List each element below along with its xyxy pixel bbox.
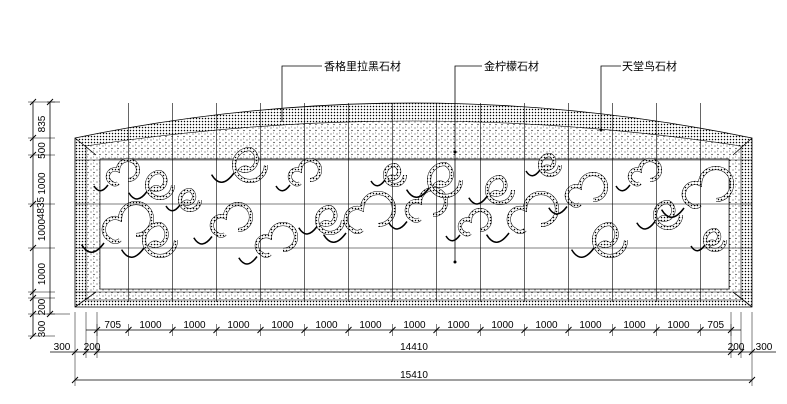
dimension-label: 1000 xyxy=(315,320,338,331)
scroll-curl-fill xyxy=(703,228,727,252)
scroll-curl-fill xyxy=(653,200,683,230)
scroll-tendril xyxy=(120,247,145,258)
scroll-tendril xyxy=(548,206,568,215)
leader-material-2: 金柠檬石材 xyxy=(453,59,539,264)
dimension-label: 1000 xyxy=(227,320,250,331)
scroll-tendril xyxy=(570,247,595,258)
dimension-label: 15410 xyxy=(400,370,428,381)
scroll-curl-fill xyxy=(232,147,268,183)
leader-material-3: 天堂鸟石材 xyxy=(599,59,677,132)
scroll-tendril xyxy=(690,244,706,252)
panel-grid xyxy=(75,103,752,302)
dimension-label: 705 xyxy=(104,320,121,331)
dimension-label: 1000 xyxy=(403,320,426,331)
scroll-tendril xyxy=(80,242,105,253)
material-label-2: 金柠檬石材 xyxy=(484,59,539,73)
center-panel xyxy=(99,158,730,290)
scroll-ornament xyxy=(80,146,734,265)
scroll-curl-fill xyxy=(210,202,253,238)
dimension-label: 1000 xyxy=(37,172,48,195)
material-label-3: 天堂鸟石材 xyxy=(622,59,677,73)
dimension-label: 200 xyxy=(84,342,101,353)
scroll-curl-fill xyxy=(458,208,492,236)
dimension-label: 300 xyxy=(54,342,71,353)
scroll-tendril xyxy=(388,221,408,230)
dimension-label: 1000 xyxy=(447,320,470,331)
dimension-label: 200 xyxy=(728,342,745,353)
scroll-tendril xyxy=(210,172,235,183)
dimension-label: 1000 xyxy=(183,320,206,331)
dimension-label: 1000 xyxy=(271,320,294,331)
scroll-curl-fill xyxy=(383,163,407,187)
dimension-label: 1000 xyxy=(139,320,162,331)
dimension-label: 1000 xyxy=(535,320,558,331)
scroll-curl-fill xyxy=(344,191,396,234)
leader-material-1: 香格里拉黑石材 xyxy=(281,59,401,122)
scroll-curl-fill xyxy=(682,166,734,209)
scroll-tendril xyxy=(660,207,685,218)
material-label-1: 香格里拉黑石材 xyxy=(324,59,401,73)
scroll-tendril xyxy=(128,191,148,200)
scroll-curl-fill xyxy=(485,175,515,205)
scroll-tendril xyxy=(193,236,213,245)
scroll-curl-fill xyxy=(592,222,628,258)
dimension-label: 1000 xyxy=(37,262,48,285)
scroll-curl-fill xyxy=(288,158,322,186)
scroll-curl-fill xyxy=(106,158,140,186)
dimension-label: 835 xyxy=(37,115,48,132)
scroll-curl-fill xyxy=(628,158,662,186)
dimension-lines: 4835 835 500 1000 1000 1000 200 300 705 1000 1000 1… xyxy=(28,98,776,386)
dimension-label: 1000 xyxy=(623,320,646,331)
dimension-label: 1000 xyxy=(491,320,514,331)
scroll-curl-fill xyxy=(315,205,345,235)
scroll-curl-fill xyxy=(178,188,202,212)
scroll-curl-fill xyxy=(102,201,154,244)
dimension-label: 300 xyxy=(756,342,773,353)
scroll-tendril xyxy=(525,169,541,177)
dimension-label: 300 xyxy=(37,320,48,337)
scroll-tendril xyxy=(615,184,631,192)
dimension-label: 1000 xyxy=(37,218,48,241)
scroll-tendril xyxy=(298,226,318,235)
scroll-tendril xyxy=(636,221,656,230)
dimension-label: 200 xyxy=(37,298,48,315)
scroll-curl-fill xyxy=(427,162,463,198)
scroll-curl-fill xyxy=(255,222,298,258)
scroll-tendril xyxy=(485,232,510,243)
dimension-label: 14410 xyxy=(400,342,428,353)
dimension-label: 1000 xyxy=(359,320,382,331)
dimension-label: 500 xyxy=(37,142,48,159)
dimension-tick xyxy=(71,376,79,384)
scroll-tendril xyxy=(322,232,347,243)
dimension-label: 1000 xyxy=(579,320,602,331)
scroll-curl-fill xyxy=(507,191,559,234)
scroll-tendril xyxy=(370,179,386,187)
scroll-tendril xyxy=(445,234,461,242)
scroll-curl-fill xyxy=(145,170,175,200)
dimension-label: 4835 xyxy=(36,196,47,219)
scroll-tendril xyxy=(275,184,291,192)
dimension-tick xyxy=(748,376,756,384)
scroll-tendril xyxy=(93,184,109,192)
dimension-label: 1000 xyxy=(667,320,690,331)
scroll-curl-fill xyxy=(538,153,562,177)
scroll-tendril xyxy=(238,256,258,265)
scroll-curl-fill xyxy=(142,222,178,258)
scroll-tendril xyxy=(405,187,430,198)
dimension-label: 705 xyxy=(707,320,724,331)
